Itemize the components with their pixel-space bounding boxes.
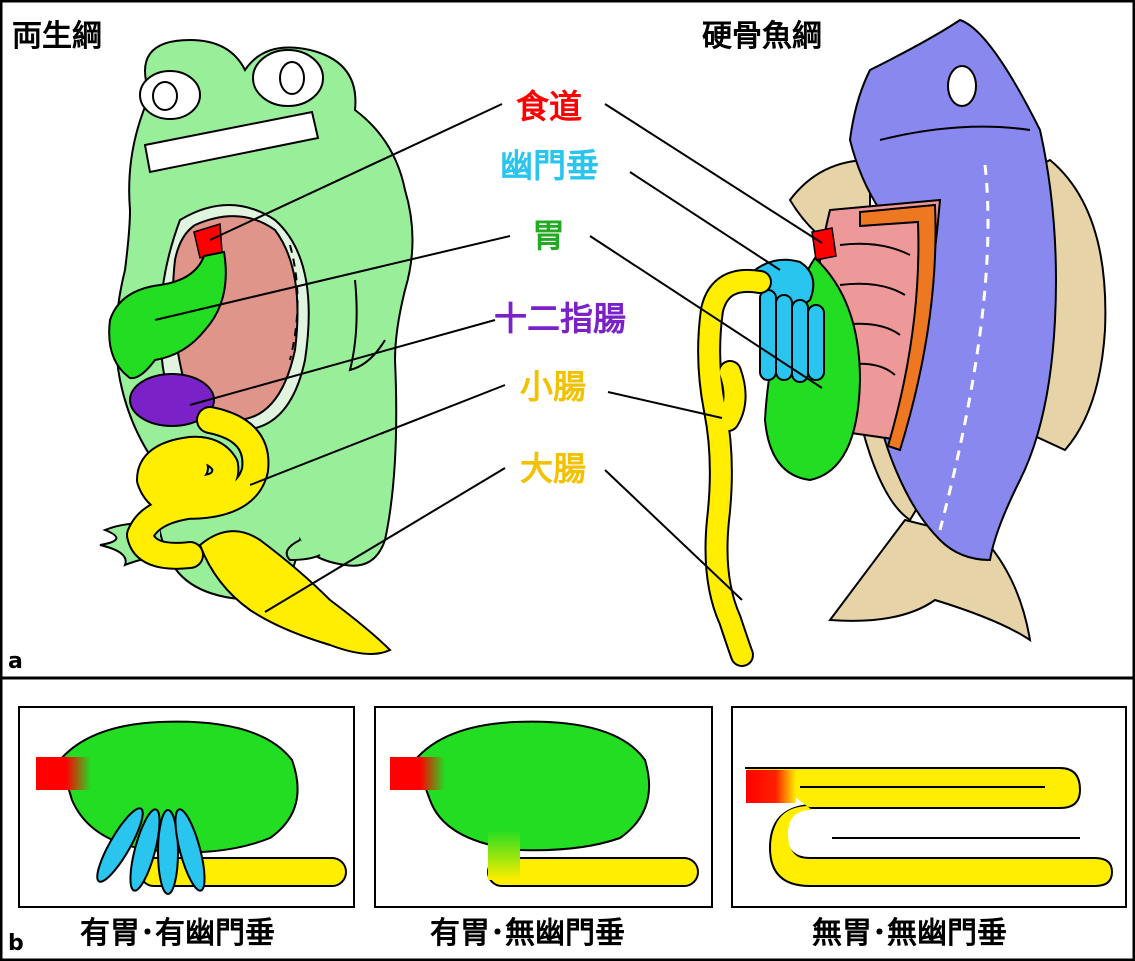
panel-a-letter: a: [8, 649, 23, 674]
fish-esophagus: [812, 228, 836, 260]
label-small-intestine: 小腸: [520, 367, 586, 406]
panel-b-box-1: [19, 707, 354, 907]
label-duodenum: 十二指腸: [494, 299, 626, 338]
caption-3: 無胃･無幽門垂: [812, 916, 1007, 951]
box3-esophagus: [746, 770, 796, 803]
frog-illustration: [100, 40, 413, 654]
box1-esophagus: [36, 757, 91, 790]
frog-pupil-right: [280, 62, 304, 94]
label-esophagus: 食道: [516, 87, 582, 126]
panel-b-box-2: [375, 707, 712, 907]
panel-b-box-3: [732, 707, 1126, 907]
panel-a-right-title: 硬骨魚綱: [702, 19, 822, 54]
caption-2: 有胃･無幽門垂: [430, 916, 625, 951]
label-stomach: 胃: [532, 216, 565, 255]
label-pyloric-caeca: 幽門垂: [500, 146, 599, 185]
caption-1: 有胃･有幽門垂: [80, 916, 275, 951]
label-large-intestine: 大腸: [520, 449, 586, 488]
box2-pylorus: [488, 830, 520, 880]
panel-a-left-title: 両生綱: [12, 19, 102, 54]
panel-b-letter: b: [8, 931, 24, 956]
box2-esophagus: [390, 757, 445, 790]
frog-pupil-left: [153, 82, 177, 110]
fish-eye: [948, 66, 976, 106]
